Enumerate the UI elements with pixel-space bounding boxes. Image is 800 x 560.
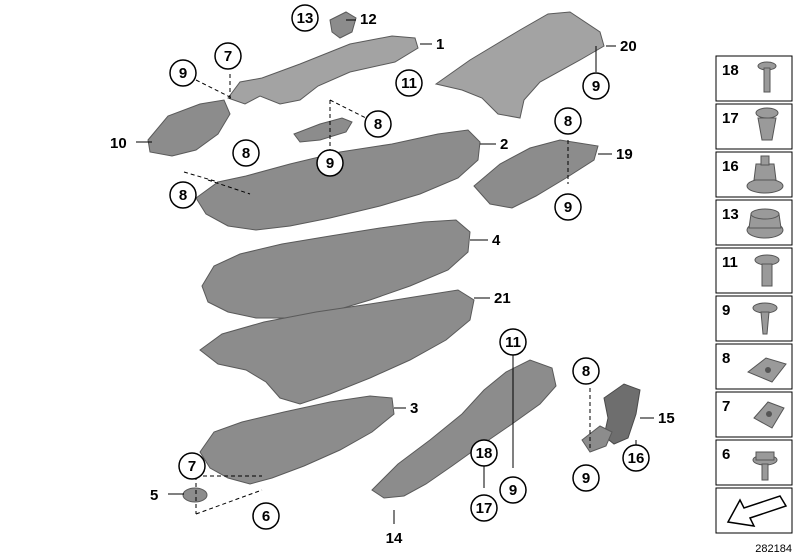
callout-8c: 8 [179,187,187,204]
part-20-shape [434,11,605,119]
part-3-shape [199,395,395,485]
callout-circle-16 [622,444,650,472]
callout-circle-9d [554,193,582,221]
callout-8a: 8 [374,116,382,133]
callout-circle-11b [499,328,527,356]
part-16-shape [581,425,613,453]
callout-7a: 7 [224,48,232,65]
part-15-shape [603,383,641,445]
callout-8e: 8 [582,363,590,380]
direction-arrow-icon [726,495,788,527]
part-4-shape [201,219,471,319]
part-12-shape [329,11,357,39]
hex-nut-icon [746,155,784,194]
callout-circle-6 [252,502,280,530]
callout-15: 15 [658,410,675,427]
callout-9a: 9 [179,65,187,82]
part-10-shape [147,99,231,157]
clip-icon [754,254,780,287]
callout-circle-9b [316,149,344,177]
fastener-label-13: 13 [722,206,739,223]
callout-1: 1 [436,36,444,53]
plug-cap-icon [746,208,784,239]
fastener-panel: 18 17 16 13 11 9 8 7 6 [715,55,793,534]
hex-bolt-icon [752,451,778,481]
callout-9e: 9 [509,482,517,499]
callout-12: 12 [360,11,377,28]
fastener-label-7: 7 [722,398,730,415]
fastener-label-6: 6 [722,446,730,463]
callout-circle-7a [214,42,242,70]
part-14-shape [371,359,557,499]
callout-8d: 8 [564,113,572,130]
callout-9b: 9 [326,155,334,172]
spring-nut-icon [753,401,785,429]
callout-circle-8a [364,110,392,138]
part-19-shape [473,139,599,209]
callout-16: 16 [628,450,645,467]
callout-18: 18 [476,445,493,462]
callout-7b: 7 [188,458,196,475]
callout-circle-8d [554,107,582,135]
callout-19: 19 [616,146,633,163]
screw-icon [752,302,778,335]
fastener-label-9: 9 [722,302,730,319]
callout-circle-9c [582,72,610,100]
part-bracket-shape [293,117,353,143]
callout-circle-8e [572,357,600,385]
part-2-shape [195,129,481,231]
fastener-cell-17 [715,103,793,150]
callout-circle-9e [499,476,527,504]
fastener-label-8: 8 [722,350,730,367]
callout-4: 4 [492,232,501,249]
callout-21: 21 [494,290,511,307]
callout-circle-18 [470,439,498,467]
callout-10: 10 [110,135,127,152]
fastener-cell-18 [715,55,793,102]
callout-2: 2 [500,136,508,153]
callout-8b: 8 [242,145,250,162]
part-5-shape [182,487,208,503]
callout-6: 6 [262,508,270,525]
fastener-label-16: 16 [722,158,739,175]
callout-circle-17 [470,494,498,522]
callout-11a: 11 [401,75,417,92]
fastener-cell-9 [715,295,793,342]
expanding-rivet-icon [755,107,779,141]
callout-circle-13 [291,4,319,32]
fastener-cell-11 [715,247,793,294]
callout-14: 14 [386,530,403,547]
fastener-label-11: 11 [722,254,738,271]
callout-circle-9f [572,464,600,492]
push-rivet-icon [757,61,777,93]
part-1-shape [227,35,419,105]
document-number: 282184 [755,543,792,555]
callout-circle-8b [232,139,260,167]
callout-13: 13 [297,10,314,27]
callout-5: 5 [150,487,158,504]
callout-11b: 11 [505,334,521,351]
callout-circle-11a [395,69,423,97]
fastener-label-18: 18 [722,62,739,79]
callout-circle-8c [169,181,197,209]
part-21-shape [199,289,475,405]
callout-20: 20 [620,38,637,55]
callout-circle-9a [169,59,197,87]
callout-17: 17 [476,500,493,517]
callout-9f: 9 [582,470,590,487]
fastener-label-17: 17 [722,110,739,127]
callout-9c: 9 [592,78,600,95]
callout-9d: 9 [564,199,572,216]
callout-circle-7b [178,452,206,480]
callout-3: 3 [410,400,418,417]
clip-nut-icon [747,357,787,383]
